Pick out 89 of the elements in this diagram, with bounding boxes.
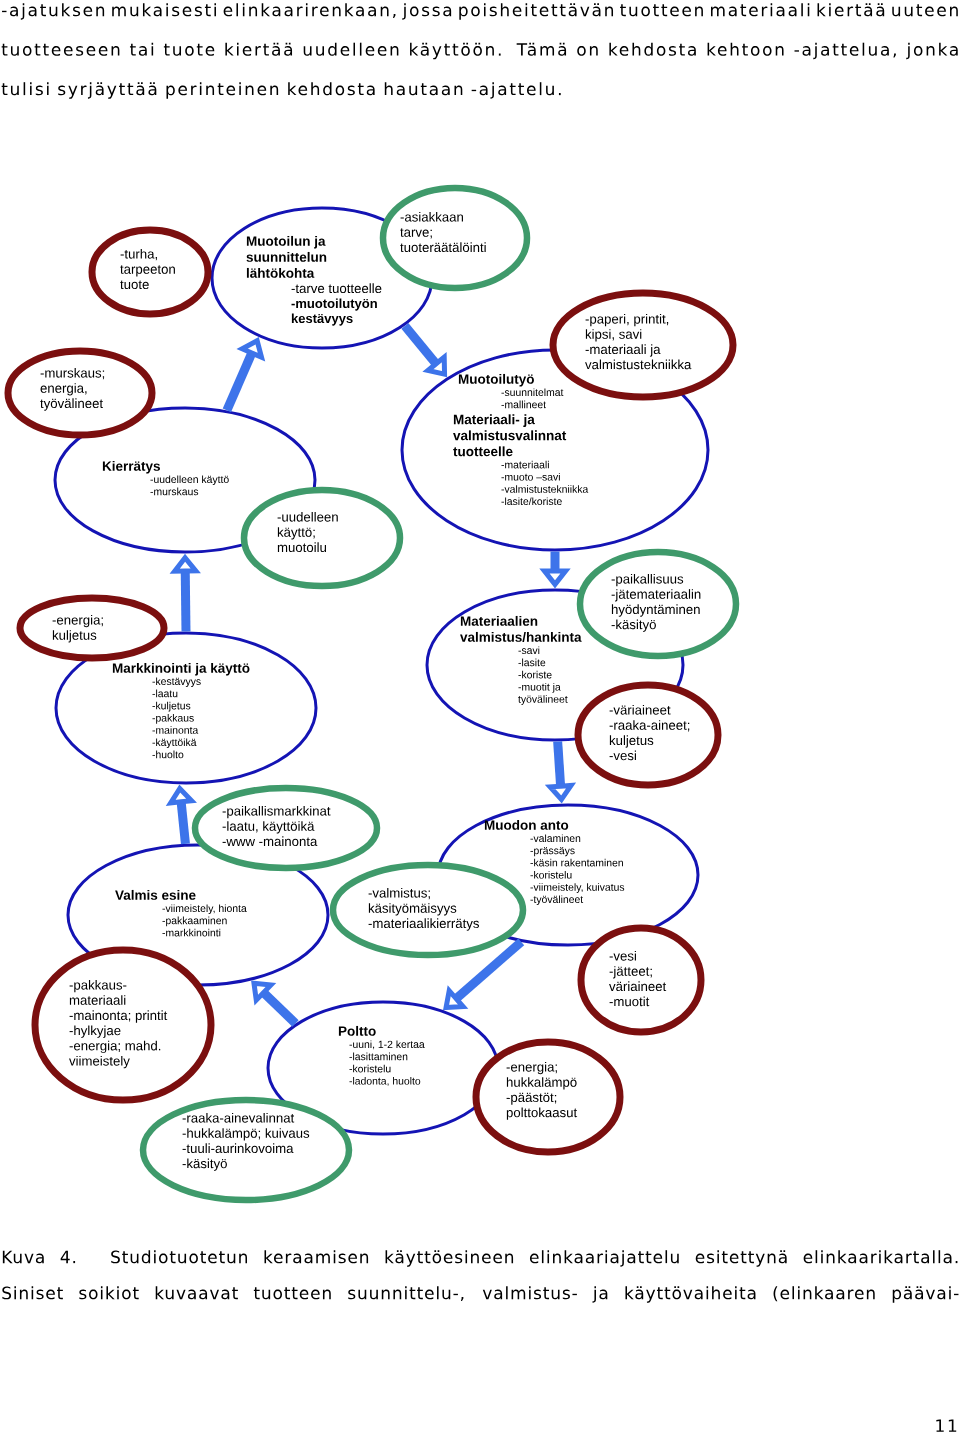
note-text: -muotit xyxy=(609,996,650,1007)
list-item: -koristelu xyxy=(530,871,572,879)
list-item: -lasite xyxy=(518,658,546,667)
list-item: -muotoilutyön kestävyys xyxy=(291,298,377,326)
note-text: -vesi xyxy=(609,950,636,961)
note-text: -päästöt; polttokaasut xyxy=(506,1092,578,1120)
note-text: -käsityö xyxy=(182,1158,227,1171)
stage-heading: Valmis esine xyxy=(115,889,196,900)
list-item: -huolto xyxy=(152,750,184,759)
note-text: -paikallisuus xyxy=(611,573,684,587)
burden-ellipse xyxy=(88,226,212,318)
note-text: -turha, tarpeeton tuote xyxy=(120,248,175,290)
note-text: -energia; mahd. viimeistely xyxy=(69,1040,161,1069)
note-text: -valmistus; käsityömäisyys xyxy=(368,887,457,916)
page-number: 11 xyxy=(936,1419,957,1432)
list-item: -uudelleen käyttö xyxy=(150,475,229,486)
list-item: -työvälineet xyxy=(530,895,584,906)
opportunity-ellipse xyxy=(329,861,527,959)
list-item: -viimeistely, hionta xyxy=(162,904,247,915)
stage-heading: Materiaali- ja valmistusvalinnat tuotteelle xyxy=(453,414,567,457)
note-text: -laatu, käyttöikä xyxy=(222,821,315,834)
list-item: -laatu xyxy=(152,689,178,698)
flow-arrow xyxy=(251,980,299,1027)
note-text: -raaka-ainevalinnat xyxy=(182,1112,295,1123)
burden-ellipse xyxy=(577,924,705,1036)
list-item: -koristelu xyxy=(349,1064,391,1073)
note-text: -vesi xyxy=(609,750,636,761)
note-text: -materiaalikierrätys xyxy=(368,918,479,931)
note-text: -hylkyjae xyxy=(69,1025,121,1038)
stage-heading: Muotoilutyö xyxy=(458,373,534,387)
list-item: -muotit ja työvälineet xyxy=(518,683,568,705)
list-item: -valaminen xyxy=(530,834,581,842)
body-text: -ajatuksen mukaisesti elinkaarirenkaan, jossa poisheitettävän tuotteen materiaali kiertää uuteen tuotteeseen tai tuote kiertää uudelleen käyttöön. Tämä on kehdosta kehtoon -ajattelua, jonka tulisi syrjäyttää perinteinen kehdosta hautaan -ajattelu. xyxy=(1,3,958,99)
list-item: -kestävyys xyxy=(152,677,201,688)
note-text: -hukkalämpö; kuivaus xyxy=(182,1128,310,1141)
stage-heading: Muodon anto xyxy=(484,819,569,830)
list-item: -valmistustekniikka xyxy=(501,485,589,493)
note-text: -tuuli-aurinkovoima xyxy=(182,1143,294,1154)
note-text: -energia; kuljetus xyxy=(52,614,103,643)
stage-heading: Muotoilun ja suunnittelun lähtökohta xyxy=(246,235,327,278)
list-item: -markkinointi xyxy=(162,928,221,937)
note-text: -materiaali ja valmistustekniikka xyxy=(585,344,692,370)
opportunity-ellipse xyxy=(240,486,404,590)
note-text: -pakkaus- materiaali xyxy=(69,979,127,1005)
list-item: -materiaali xyxy=(501,460,549,469)
note-text: -jätteet; väriaineet xyxy=(609,966,667,992)
figure-caption: Kuva 4. Studiotuotetun keraamisen käyttöesineen elinkaariajattelu esitettynä elinkaarikartalla. Siniset soikiot kuvaavat tuotteen suunnittelu-, valmistus- ja käyttövaiheita (elinkaaren päävai- xyxy=(2,1250,959,1303)
note-text: -murskaus; energia, työvälineet xyxy=(40,367,105,411)
burden-ellipse xyxy=(31,946,215,1104)
note-text: -jätemateriaalin hyödyntäminen xyxy=(611,589,701,617)
burden-ellipse xyxy=(472,1038,624,1156)
note-text: -paikallismarkkinat xyxy=(222,805,331,819)
burden-ellipse xyxy=(4,347,156,439)
note-text: -asiakkaan tarve; tuoteräätälöinti xyxy=(400,211,486,253)
note-text: -energia; hukkalämpö xyxy=(506,1061,577,1090)
list-item: -mainonta xyxy=(152,726,199,734)
note-text: -käsityö xyxy=(611,619,656,632)
opportunity-ellipse xyxy=(139,1096,353,1204)
stage-heading: Markkinointi ja käyttö xyxy=(112,662,250,676)
list-item: -lasite/koriste xyxy=(501,497,562,505)
list-item: -suunnitelmat xyxy=(501,388,564,396)
list-item: -ladonta, huolto xyxy=(349,1077,421,1086)
list-item: -pakkaus xyxy=(152,714,194,724)
list-item: -tarve tuotteelle xyxy=(291,283,382,294)
list-item: -viimeistely, kuivatus xyxy=(530,883,625,893)
list-item: -murskaus xyxy=(150,487,199,496)
stage-heading: Kierrätys xyxy=(102,460,160,474)
note-text: -www -mainonta xyxy=(222,836,318,847)
list-item: -uuni, 1-2 kertaa xyxy=(349,1040,425,1050)
note-text: -raaka-aineet; kuljetus xyxy=(609,720,690,748)
opportunity-ellipse xyxy=(191,784,381,872)
list-item: -lasittaminen xyxy=(349,1052,408,1061)
burden-ellipse xyxy=(574,681,722,789)
note-text: -paperi, printit, kipsi, savi xyxy=(585,313,669,342)
list-item: -kuljetus xyxy=(152,701,191,712)
list-item: -savi xyxy=(518,646,540,654)
list-item: -koriste xyxy=(518,670,552,679)
stage-heading: Poltto xyxy=(338,1025,376,1036)
stage-heading: Materiaalien valmistus/hankinta xyxy=(460,615,582,642)
list-item: -muoto –savi xyxy=(501,473,560,481)
note-text: -väriaineet xyxy=(609,704,671,715)
list-item: -pakkaaminen xyxy=(162,916,227,927)
burden-ellipse xyxy=(16,594,168,662)
list-item: -käyttöikä xyxy=(152,738,197,749)
list-item: -käsin rakentaminen xyxy=(530,858,623,867)
note-text: -mainonta; printit xyxy=(69,1010,168,1023)
list-item: -prässäys xyxy=(530,847,575,857)
list-item: -mallineet xyxy=(501,400,546,409)
note-text: -uudelleen käyttö; muotoilu xyxy=(277,511,338,553)
